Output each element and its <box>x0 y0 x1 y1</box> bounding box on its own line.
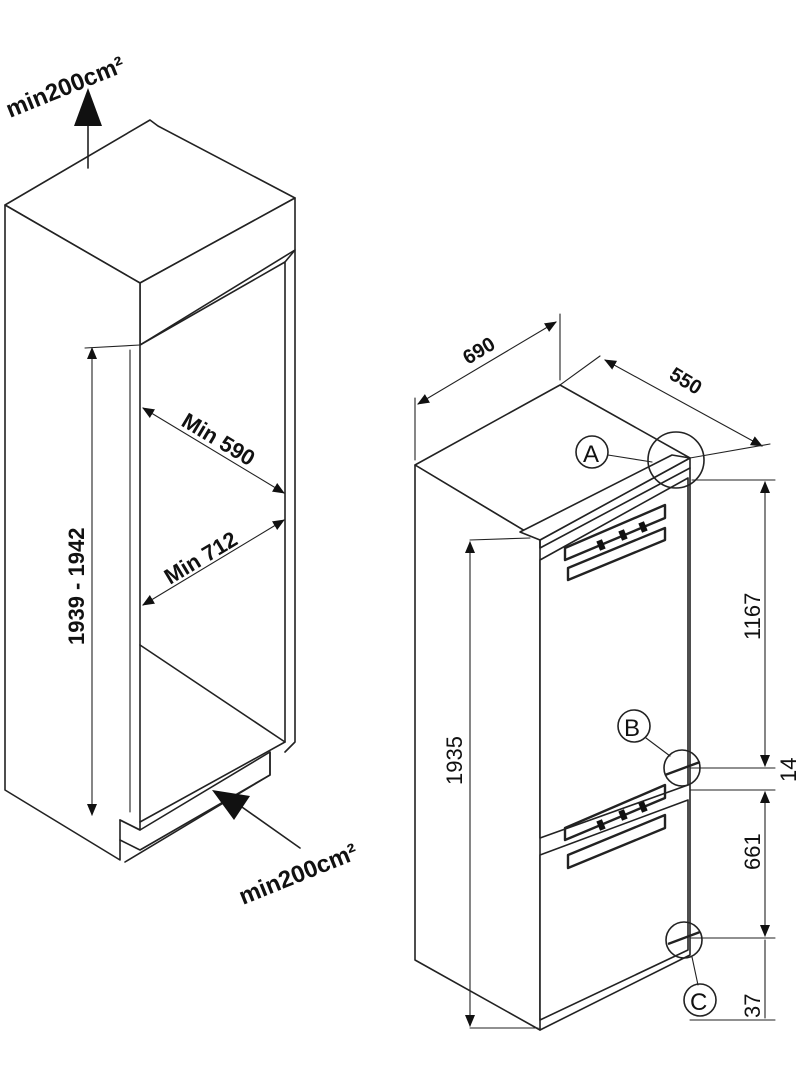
niche-width-dimension: Min 712 <box>142 519 285 606</box>
callout-a-label: A <box>583 441 599 468</box>
dim-lower-label: 661 <box>740 833 765 870</box>
right-dimension-chain: 1167 14 661 37 <box>689 479 800 1021</box>
dim-bottom-label: 37 <box>740 994 765 1018</box>
callout-b-label: B <box>624 715 640 742</box>
appliance-front-edge <box>539 457 691 1031</box>
niche-height-dimension: 1939 - 1942 <box>64 344 141 816</box>
appliance-height-dimension: 1935 <box>442 537 539 1029</box>
callout-c-label: C <box>690 989 707 1016</box>
cabinet-niche <box>4 119 296 863</box>
callout-c: C <box>665 921 717 1017</box>
dim-upper-label: 1167 <box>740 593 765 640</box>
vent-bottom-label: min200cm² <box>235 839 361 911</box>
vent-bottom-indicator: min200cm² <box>212 790 362 911</box>
dim-gap-label: 14 <box>776 758 800 782</box>
vent-top-label: min200cm² <box>2 52 128 124</box>
appliance-side-panel <box>414 464 541 1031</box>
niche-depth-dimension: Min 590 <box>142 407 285 494</box>
cabinet-cavity-floor <box>139 644 286 743</box>
appliance-body <box>414 384 691 1031</box>
appliance-depth-label: 550 <box>665 363 705 399</box>
cabinet-right-post <box>284 249 296 753</box>
cabinet-inner-back <box>139 261 286 823</box>
niche-height-label: 1939 - 1942 <box>64 528 89 645</box>
upper-hinge-bracket <box>563 503 667 582</box>
niche-width-label: Min 712 <box>160 526 242 589</box>
appliance-width-label: 690 <box>459 333 499 369</box>
cabinet-plinth <box>119 751 271 851</box>
niche-depth-label: Min 590 <box>177 408 259 471</box>
middle-hinge-bracket <box>563 783 667 870</box>
callout-b: B <box>617 709 701 787</box>
appliance-lower-door <box>539 799 689 1021</box>
appliance-height-label: 1935 <box>442 736 467 785</box>
